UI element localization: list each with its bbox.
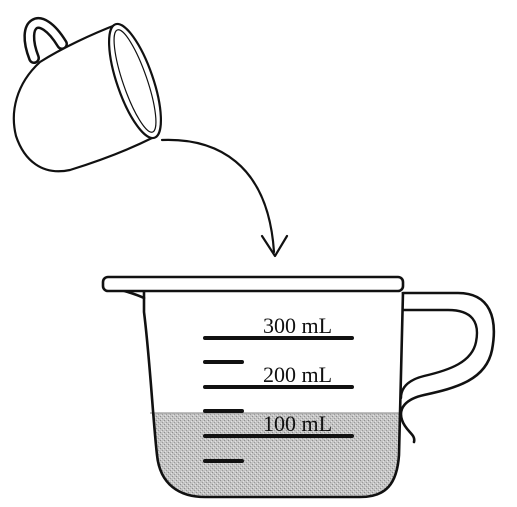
measuring-cup-rim: [103, 277, 403, 291]
measuring-cup-handle: [401, 293, 494, 442]
pour-arrow-icon: [162, 140, 287, 256]
pour-arrow-curve: [162, 140, 274, 252]
liquid: [100, 413, 420, 507]
measuring-cup-handle-inner: [401, 310, 477, 398]
label-300ml: 300 mL: [263, 313, 332, 338]
label-200ml: 200 mL: [263, 362, 332, 387]
label-100ml: 100 mL: [263, 411, 332, 436]
measuring-cup-icon: 300 mL 200 mL 100 mL: [100, 277, 494, 507]
cup-icon: [14, 18, 172, 171]
